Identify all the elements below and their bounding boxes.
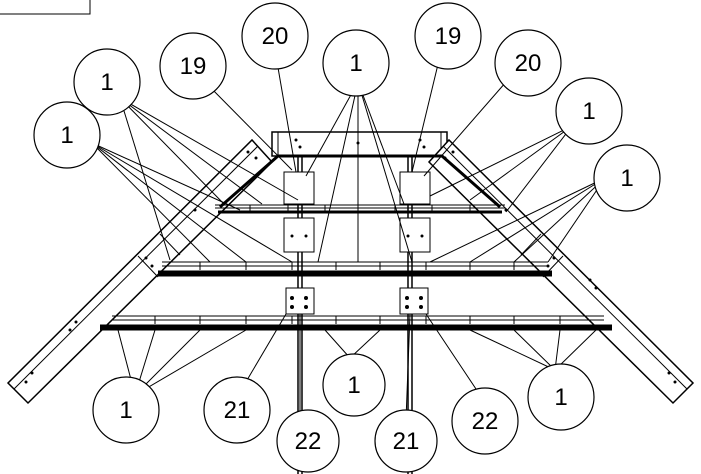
callout-bubble: 1	[73, 48, 141, 116]
callout-bubble: 1	[322, 29, 390, 97]
frame-corner	[0, 0, 91, 15]
callout-label: 1	[554, 384, 567, 411]
callout-label: 1	[119, 397, 132, 424]
callout-label: 1	[347, 372, 360, 399]
callout-label: 1	[620, 165, 633, 192]
tier-middle	[158, 261, 552, 277]
callout-bubble: 21	[374, 409, 438, 473]
callout-bubble: 21	[203, 376, 271, 444]
callout-bubble: 1	[33, 101, 101, 169]
callout-label: 20	[515, 50, 542, 77]
tier-bottom	[100, 315, 612, 331]
callout-bubble: 19	[414, 2, 482, 70]
callout-bubble: 1	[92, 376, 160, 444]
callout-bubble: 20	[494, 29, 562, 97]
truss-inner-frame	[219, 154, 501, 209]
callout-bubble: 20	[241, 2, 309, 70]
callout-label: 21	[393, 428, 420, 455]
callout-label: 19	[180, 53, 207, 80]
callout-bubble: 1	[593, 144, 661, 212]
callout-label: 21	[224, 397, 251, 424]
callout-bubble: 1	[555, 77, 623, 145]
callout-label: 1	[60, 122, 73, 149]
callout-label: 1	[100, 69, 113, 96]
tier-top	[215, 204, 505, 214]
top-cap-beam	[271, 131, 448, 157]
callout-label: 22	[295, 428, 322, 455]
callout-bubbles: 1 1 19 20 1 19 20 1	[33, 2, 661, 473]
callout-bubble: 1	[322, 353, 386, 417]
connector-plates	[283, 171, 431, 315]
callout-label: 22	[472, 408, 499, 435]
leader-lines	[91, 55, 606, 421]
callout-label: 1	[582, 98, 595, 125]
callout-label: 1	[349, 50, 362, 77]
callout-label: 19	[435, 23, 462, 50]
callout-bubble: 22	[276, 409, 340, 473]
callout-label: 20	[262, 23, 289, 50]
callout-bubble: 22	[451, 387, 519, 455]
callout-bubble: 19	[159, 32, 227, 100]
callout-bubble: 1	[527, 363, 595, 431]
